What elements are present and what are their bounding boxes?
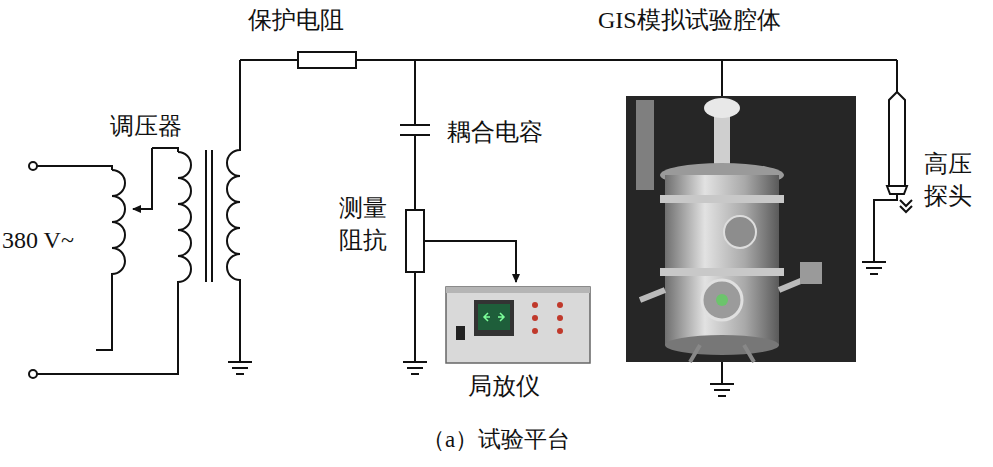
ground-symbol [403,362,427,374]
part-label: 耦合电容 [447,116,543,148]
part-label: 380 V~ [2,224,74,256]
resistor-symbol [298,52,356,68]
probe-connector [900,200,912,212]
probe-body [889,92,905,186]
terminal [29,370,37,378]
figure-caption: （a）试验平台 [422,424,570,455]
regulator-coil [96,170,125,350]
probe-ground [862,194,897,274]
impedance-symbol [406,210,424,272]
pd-instrument [446,287,590,363]
part-label: 保护电阻 [248,4,344,36]
wiper-arrow [133,148,152,209]
wire [37,166,112,170]
wire [721,60,723,96]
gis-chamber-photo [626,96,856,362]
part-label: 高压 探头 [924,148,977,213]
signal-arrow [424,241,516,282]
ground-symbol [710,362,734,396]
part-label: 测量 阻抗 [334,192,387,257]
primary-coil [37,152,191,374]
coupling-branch [400,60,430,362]
part-label: 调压器 [110,110,182,142]
wire [152,148,178,152]
secondary-coil [227,60,240,362]
terminal [29,162,37,170]
part-label: 局放仪 [468,370,540,402]
wires [29,52,912,396]
transformer-core [206,150,212,282]
ground-symbol [228,362,252,374]
probe-body [887,186,907,194]
part-label: GIS模拟试验腔体 [598,4,781,36]
